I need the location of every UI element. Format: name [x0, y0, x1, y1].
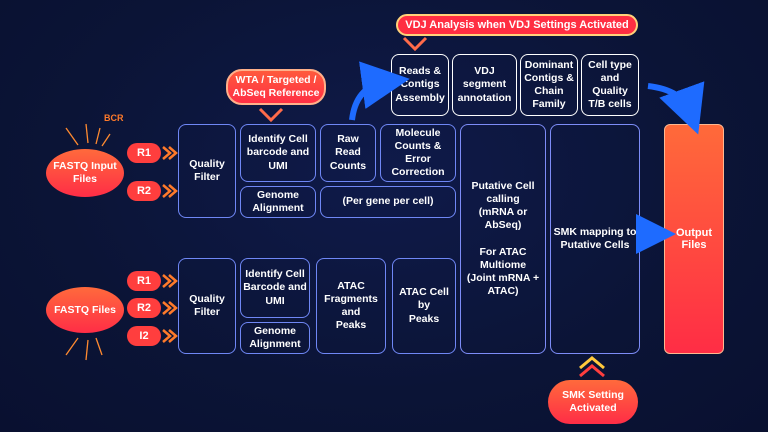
read-r1-bottom: R1 [127, 271, 161, 291]
atac-cell-by-peaks: ATAC Cell by Peaks [392, 258, 456, 354]
raw-read-counts: Raw Read Counts [320, 124, 376, 182]
fastq-input-files: FASTQ Input Files [46, 149, 124, 197]
atac-fragments-peaks: ATAC Fragments and Peaks [316, 258, 386, 354]
vdj-analysis-banner: VDJ Analysis when VDJ Settings Activated [396, 14, 638, 36]
chevron-r2-top-icon [162, 184, 178, 198]
cell-type-quality: Cell type and Quality T/B cells [581, 54, 639, 116]
chevron-r1-top-icon [162, 146, 178, 160]
quality-filter-top: Quality Filter [178, 124, 236, 218]
curved-arrow-down-icon [647, 81, 705, 135]
dominant-contigs: Dominant Contigs & Chain Family [520, 54, 578, 116]
identify-barcode-bottom: Identify Cell Barcode and UMI [240, 258, 310, 318]
genome-alignment-bottom: Genome Alignment [240, 322, 310, 354]
genome-alignment-top: Genome Alignment [240, 186, 316, 218]
smk-chevron-icon [579, 356, 605, 378]
fastq-files: FASTQ Files [46, 287, 124, 333]
wta-chevron-icon [258, 107, 284, 123]
bcr-label: BCR [104, 113, 124, 123]
per-gene-per-cell: (Per gene per cell) [320, 186, 456, 218]
chevron-r1-bottom-icon [162, 274, 178, 288]
molecule-counts: Molecule Counts & Error Correction [380, 124, 456, 182]
input-arrows-top-icon [65, 123, 111, 147]
read-r2-bottom: R2 [127, 298, 161, 318]
chevron-i2-bottom-icon [162, 329, 178, 343]
identify-barcode-top: Identify Cell barcode and UMI [240, 124, 316, 182]
vdj-segment-annotation: VDJ segment annotation [452, 54, 517, 116]
vdj-chevron-icon [402, 36, 428, 52]
wta-reference-banner: WTA / Targeted / AbSeq Reference [226, 69, 326, 105]
input-arrows-bottom-icon [65, 337, 103, 361]
smk-setting-banner: SMK Setting Activated [548, 380, 638, 424]
chevron-r2-bottom-icon [162, 301, 178, 315]
quality-filter-bottom: Quality Filter [178, 258, 236, 354]
curved-arrow-up-icon [349, 61, 410, 121]
output-files: Output Files [664, 124, 724, 354]
read-r2-top: R2 [127, 181, 161, 201]
read-i2-bottom: I2 [127, 326, 161, 346]
read-r1-top: R1 [127, 143, 161, 163]
putative-cell-calling: Putative Cell calling (mRNA or AbSeq) Fo… [460, 124, 546, 354]
